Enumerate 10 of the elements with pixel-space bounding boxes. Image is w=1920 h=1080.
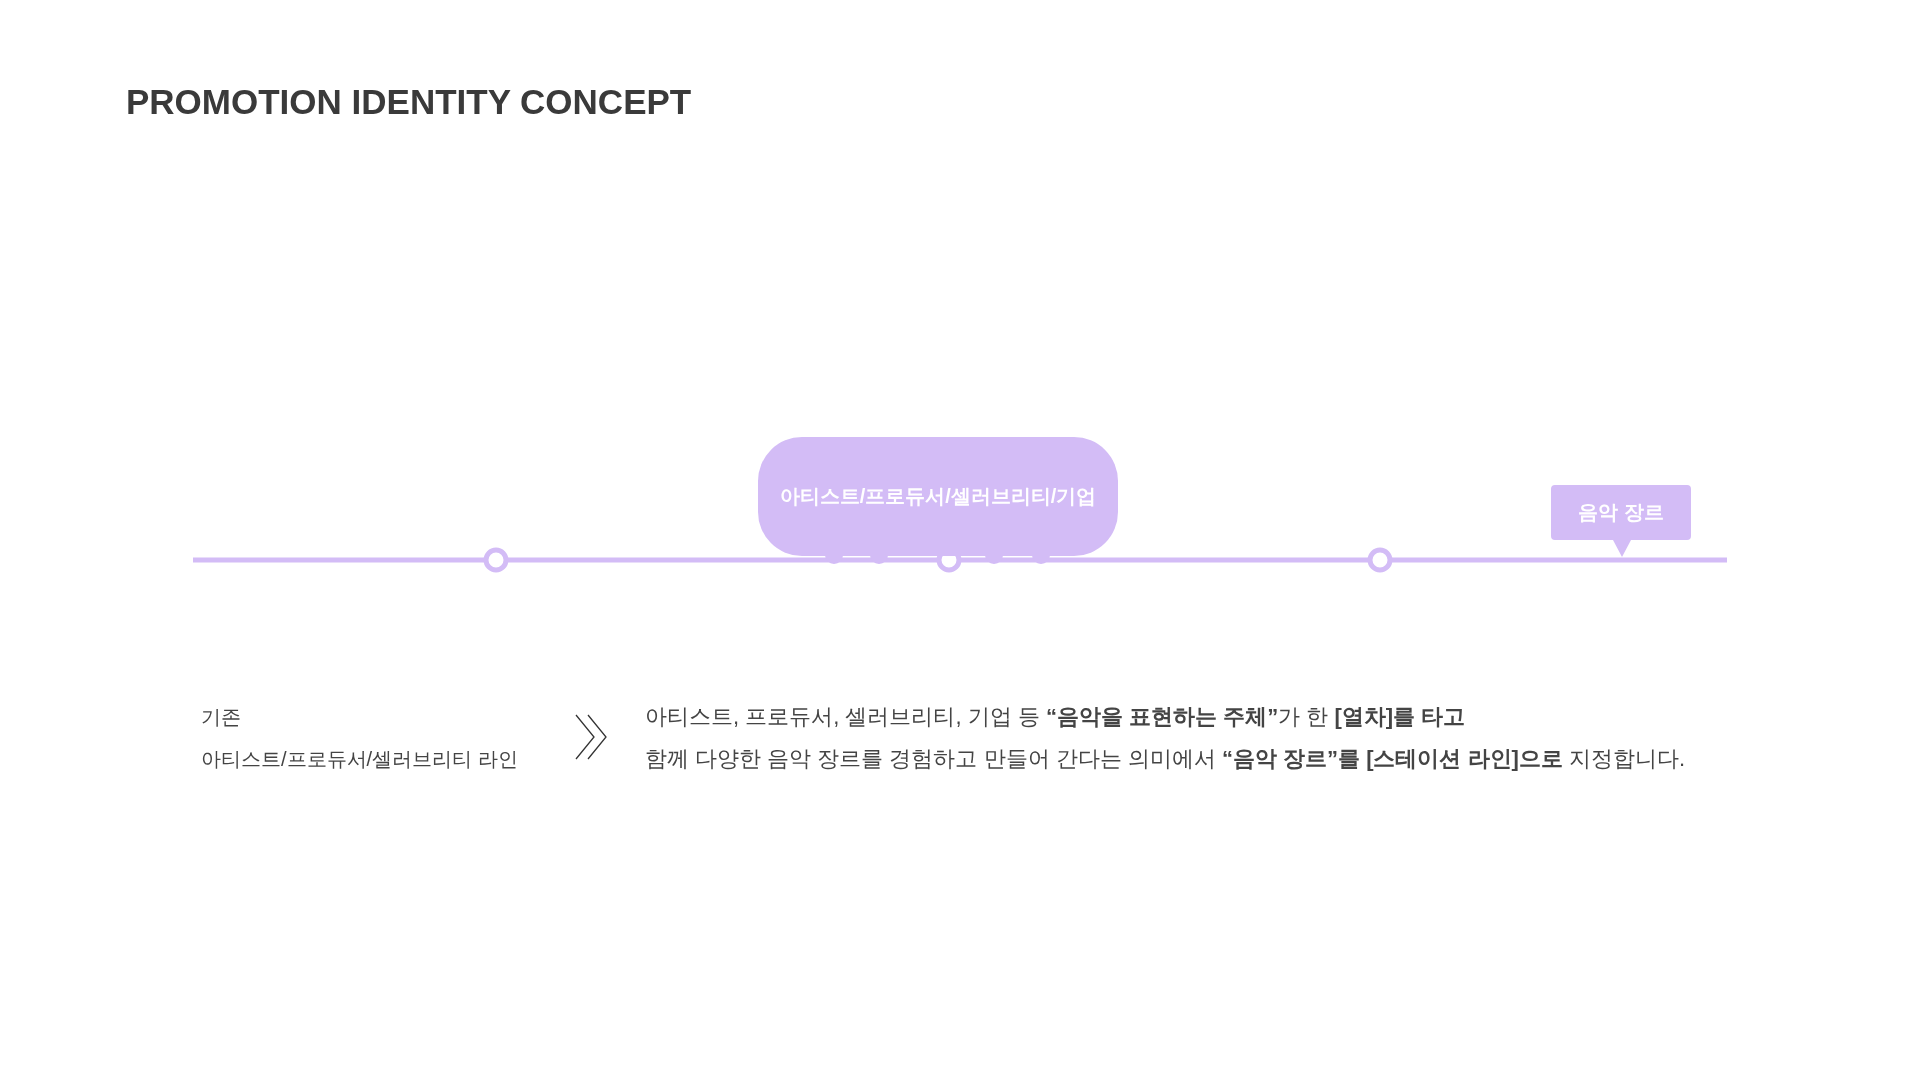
callout-tag: [1551, 485, 1691, 557]
bubble-label: 음악 장르: [1578, 500, 1664, 525]
chevron-arrow: [575, 714, 607, 760]
description-text: 아티스트, 프로듀서, 셀러브리티, 기업 등 “음악을 표현하는 주체”가 한 [열차]를 타고: [644, 703, 1467, 731]
slide-title: PROMOTION IDENTITY CONCEPT: [126, 82, 692, 122]
description-text: 함께 다양한 음악 장르를 경험하고 만들어 간다는 의미에서 “음악 장르”를 [스테이션 라인]으로 지정합니다.: [644, 745, 1687, 773]
label-text: 아티스트/프로듀서/셀러브리티 라인: [200, 747, 519, 772]
speech-bubble: [758, 437, 1118, 556]
heading-text: 기존: [200, 705, 242, 730]
bubble-label: 아티스트/프로듀서/셀러브리티/기업: [779, 484, 1097, 509]
